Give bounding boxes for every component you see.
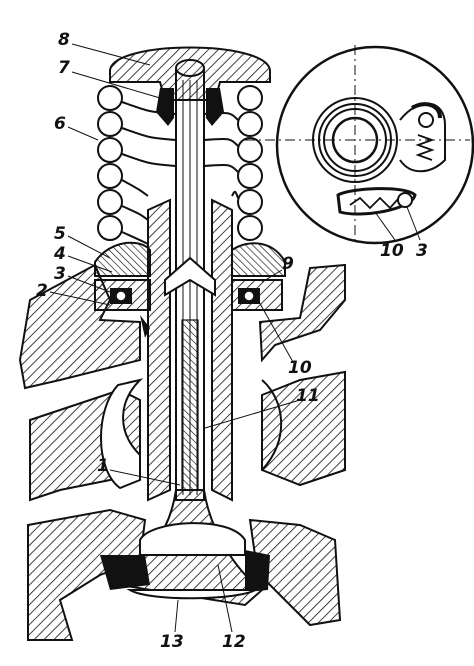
leader-lines — [49, 43, 301, 633]
label-12: 12 — [222, 632, 246, 652]
label-2: 2 — [36, 281, 48, 301]
label-6: 6 — [54, 114, 66, 134]
cylinder-head-casting — [18, 263, 346, 641]
inset-label-10: 10 — [380, 241, 404, 261]
label-7: 7 — [58, 58, 70, 78]
label-5: 5 — [54, 224, 66, 244]
valve-cotters — [156, 88, 224, 126]
rotator-detail-inset — [245, 45, 474, 245]
rotator-housing — [94, 279, 283, 338]
label-8: 8 — [58, 30, 70, 50]
label-3: 3 — [54, 264, 66, 284]
label-9: 9 — [282, 254, 294, 274]
spring-seat — [94, 241, 286, 277]
label-4: 4 — [54, 244, 66, 264]
inset-label-3: 3 — [416, 241, 428, 261]
valve-spring — [97, 85, 263, 245]
valve-head — [100, 489, 270, 607]
label-13: 13 — [160, 632, 184, 652]
label-10: 10 — [288, 358, 312, 378]
label-1: 1 — [97, 456, 109, 476]
valve-guide — [147, 198, 233, 502]
label-11: 11 — [296, 386, 320, 406]
